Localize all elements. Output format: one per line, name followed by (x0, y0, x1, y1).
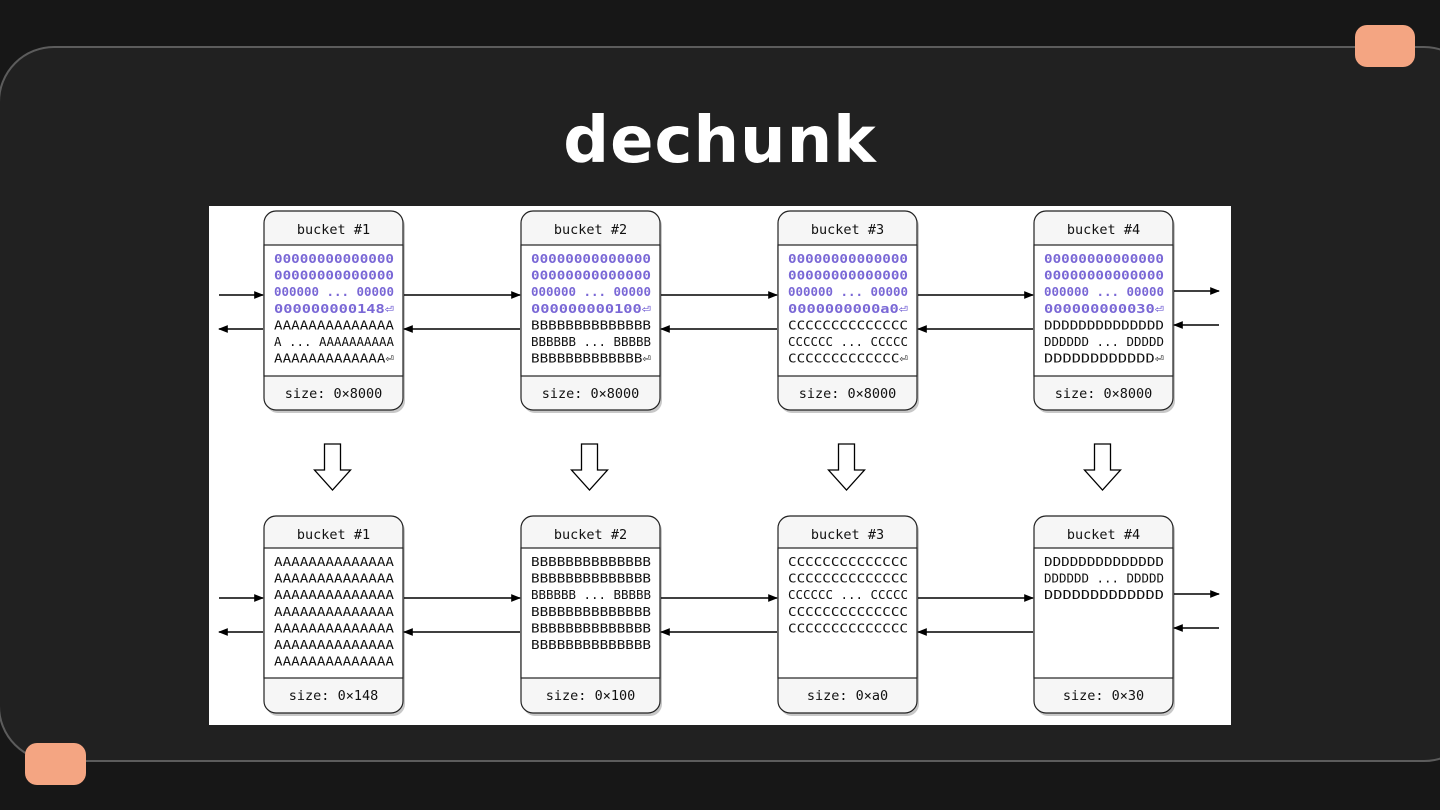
bucket-size: size: 0×8000 (799, 386, 897, 402)
bucket-data-line: AAAAAAAAAAAAAA (274, 637, 395, 652)
bucket-data-line: BBBBBBBBBBBBBB (531, 604, 651, 619)
bucket-label: bucket #2 (554, 527, 627, 543)
before-bucket-3: bucket #30000000000000000000000000000000… (777, 210, 919, 413)
before-bucket-4: bucket #40000000000000000000000000000000… (1033, 210, 1175, 413)
bucket-data-line: BBBBBBBBBBBBBB (531, 571, 651, 586)
bucket-data-line: CCCCCCCCCCCCCC (788, 571, 908, 586)
chunk-header-line: 00000000000000 (1044, 251, 1164, 266)
bucket-data-line: CCCCCCCCCCCCCC (788, 317, 908, 332)
chunk-header-line: 0000000000a0⏎ (788, 301, 909, 316)
after-bucket-2: bucket #2BBBBBBBBBBBBBBBBBBBBBBBBBBBBBBB… (520, 515, 662, 716)
bucket-data-line: DDDDDDDDDDDDDD (1044, 317, 1164, 332)
bucket-size: size: 0×30 (1063, 688, 1144, 704)
bucket-size: size: 0×100 (546, 688, 635, 704)
down-arrow-3 (827, 443, 866, 491)
bucket-data-line: BBBBBBBBBBBBBB (531, 620, 651, 635)
bucket-data-line: AAAAAAAAAAAAAA (274, 587, 395, 602)
before-bucket-1: bucket #10000000000000000000000000000000… (263, 210, 405, 413)
decor-square-bottom-left (25, 743, 86, 785)
chunk-header-line: 00000000000000 (274, 251, 394, 266)
chunk-header-line: 000000 ... 00000 (274, 284, 394, 299)
bucket-data-line: BBBBBB ... BBBBB (531, 587, 651, 602)
chunk-header-line: 00000000000000 (274, 268, 394, 283)
chunk-header-line: 000000 ... 00000 (531, 284, 651, 299)
bucket-data-line: CCCCCCCCCCCCCC (788, 620, 908, 635)
chunk-header-line: 000000 ... 00000 (1044, 284, 1164, 299)
bucket-data-line: BBBBBBBBBBBBBB (531, 554, 651, 569)
bucket-data-line: CCCCCC ... CCCCC (788, 587, 908, 602)
bucket-data-line: BBBBBBBBBBBBB⏎ (531, 351, 651, 366)
bucket-data-line: AAAAAAAAAAAAAA (274, 604, 395, 619)
bucket-size: size: 0×148 (289, 688, 378, 704)
chunk-header-line: 00000000000000 (788, 268, 908, 283)
bucket-data-line: AAAAAAAAAAAAAA (274, 620, 395, 635)
slide-title: dechunk (563, 104, 877, 178)
bucket-label: bucket #3 (811, 527, 884, 543)
bucket-size: size: 0×a0 (807, 688, 888, 704)
bucket-data-line: AAAAAAAAAAAAAA (274, 654, 395, 669)
after-bucket-1: bucket #1AAAAAAAAAAAAAAAAAAAAAAAAAAAAAAA… (263, 515, 405, 716)
bucket-data-line: DDDDDD ... DDDDD (1044, 334, 1164, 349)
bucket-data-line: AAAAAAAAAAAAAA (274, 571, 395, 586)
chunk-header-line: 00000000000000 (531, 268, 651, 283)
down-arrow-2 (570, 443, 609, 491)
bucket-data-line: CCCCCCCCCCCCCC (788, 604, 908, 619)
chunk-header-line: 000000 ... 00000 (788, 284, 908, 299)
bucket-data-line: AAAAAAAAAAAAAA (274, 554, 395, 569)
down-arrow-1 (313, 443, 352, 491)
bucket-data-line: DDDDDDDDDDDDDD (1044, 554, 1164, 569)
down-arrow-4 (1083, 443, 1122, 491)
bucket-data-line: AAAAAAAAAAAAAA (274, 317, 395, 332)
bucket-label: bucket #1 (297, 222, 370, 238)
bucket-data-line: DDDDDD ... DDDDD (1044, 571, 1164, 586)
after-bucket-4: bucket #4 DDDDDDDDDDDDDD DDDDDD ... DDDDDD… (1033, 515, 1175, 716)
bucket-data-line: BBBBBBBBBBBBBB (531, 317, 651, 332)
bucket-data-line: AAAAAAAAAAAAA⏎ (274, 351, 394, 366)
bucket-label: bucket #2 (554, 222, 627, 238)
chunk-header-line: 00000000000000 (531, 251, 651, 266)
bucket-data-line: CCCCCCCCCCCCCC (788, 554, 908, 569)
bucket-data-line: A ... AAAAAAAAAA (274, 334, 394, 349)
after-bucket-3: bucket #3CCCCCCCCCCCCCCCCCCCCCCCCCCCCCCC… (777, 515, 919, 716)
bucket-size: size: 0×8000 (1055, 386, 1153, 402)
bucket-data-line: DDDDDDDDDDDDD (1044, 587, 1164, 602)
chunk-header-line: 000000000148⏎ (274, 301, 395, 316)
bucket-label: bucket #4 (1067, 222, 1140, 238)
decor-square-top-right (1355, 25, 1415, 67)
chunk-header-line: 00000000000000 (788, 251, 908, 266)
chunk-header-line: 00000000000000 (1044, 268, 1164, 283)
bucket-data-line: BBBBBB ... BBBBB (531, 334, 651, 349)
bucket-label: bucket #4 (1067, 527, 1140, 543)
bucket-size: size: 0×8000 (285, 386, 383, 402)
bucket-size: size: 0×8000 (542, 386, 640, 402)
before-bucket-2: bucket #20000000000000000000000000000000… (520, 210, 662, 413)
bucket-data-line: BBBBBBBBBBBBBB (531, 637, 651, 652)
chunk-header-line: 000000000030⏎ (1044, 301, 1165, 316)
bucket-data-line: CCCCCCCCCCCCC⏎ (788, 351, 908, 366)
bucket-label: bucket #1 (297, 527, 370, 543)
bucket-data-line: DDDDDDDDDDDD⏎ (1044, 351, 1164, 366)
bucket-data-line: CCCCCC ... CCCCC (788, 334, 908, 349)
bucket-label: bucket #3 (811, 222, 884, 238)
chunk-header-line: 000000000100⏎ (531, 301, 652, 316)
